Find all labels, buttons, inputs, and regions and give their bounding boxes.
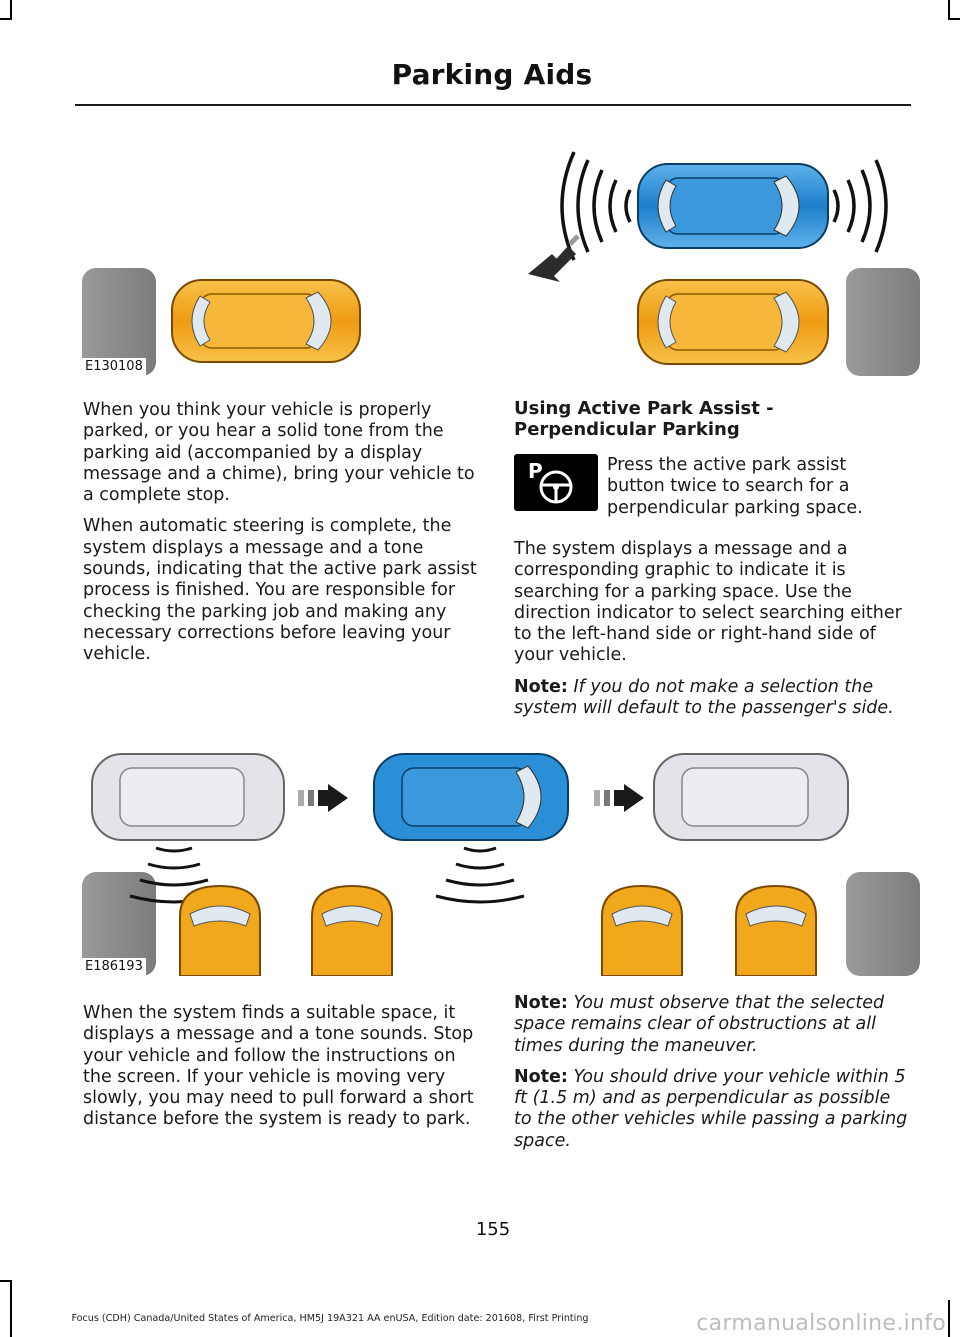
- section-heading: Using Active Park Assist - Perpendicular…: [514, 398, 774, 441]
- figure-perpendicular-parking-search: E186193: [82, 744, 920, 976]
- right-column-top-body: The system displays a message and a corr…: [514, 539, 914, 729]
- note-label: Note:: [514, 1066, 568, 1087]
- figure-parallel-parking-search: E130108: [82, 140, 920, 376]
- crop-mark: [948, 1300, 950, 1337]
- direction-arrow: [528, 234, 580, 282]
- note-text: You should drive your vehicle within 5 f…: [514, 1066, 908, 1151]
- paragraph: When you think your vehicle is properly …: [83, 400, 475, 506]
- left-column-bottom: When the system finds a suitable space, …: [83, 1003, 477, 1141]
- crop-mark: [948, 0, 950, 20]
- note-label: Note:: [514, 993, 568, 1013]
- page-title: Parking Aids: [391, 58, 593, 91]
- note-text: You must observe that the selected space…: [514, 993, 885, 1056]
- passing-car-left: [91, 753, 285, 841]
- figure-id: E130108: [82, 358, 146, 376]
- title-divider: [75, 104, 911, 106]
- note-label: Note:: [514, 676, 568, 697]
- figure-id: E186193: [82, 958, 146, 976]
- paragraph: When automatic steering is complete, the…: [83, 516, 477, 665]
- note-text: If you do not make a selection the syste…: [514, 676, 894, 719]
- svg-text:P: P: [528, 459, 543, 483]
- left-column-top: When you think your vehicle is properly …: [83, 400, 477, 676]
- crop-mark: [948, 18, 960, 20]
- paragraph: The system displays a message and a corr…: [514, 539, 902, 666]
- passing-car-right: [653, 753, 849, 841]
- note: Note: You must observe that the selected…: [514, 993, 912, 1057]
- sensor-waves: [129, 846, 525, 904]
- parking-illustration-2: [82, 753, 920, 976]
- button-description: Press the active park assist button twic…: [607, 455, 887, 529]
- crop-mark: [10, 1280, 12, 1337]
- parking-illustration-1: [82, 151, 920, 376]
- note: Note: You should drive your vehicle with…: [514, 1067, 912, 1152]
- footer-text: Focus (CDH) Canada/United States of Amer…: [71, 1313, 589, 1324]
- parked-car-left: [171, 279, 361, 363]
- crop-mark: [10, 0, 12, 20]
- own-vehicle-searching: [373, 753, 569, 841]
- own-vehicle-searching: [637, 163, 829, 249]
- direction-arrows: [298, 784, 644, 812]
- sensor-waves: [560, 151, 888, 261]
- crop-mark: [0, 18, 12, 20]
- parked-cars: [179, 884, 817, 976]
- parked-car-right: [637, 279, 829, 365]
- paragraph: When the system finds a suitable space, …: [83, 1003, 474, 1130]
- page-number: 155: [475, 1219, 511, 1240]
- right-column-bottom: Note: You must observe that the selected…: [514, 993, 912, 1162]
- watermark[interactable]: carmanualsonline.info: [696, 1311, 946, 1336]
- note: Note: If you do not make a selection the…: [514, 677, 914, 720]
- active-park-assist-icon: P: [514, 454, 598, 511]
- paragraph: Press the active park assist button twic…: [607, 455, 863, 518]
- crop-mark: [0, 1280, 12, 1282]
- right-column-top: Using Active Park Assist - Perpendicular…: [514, 398, 914, 455]
